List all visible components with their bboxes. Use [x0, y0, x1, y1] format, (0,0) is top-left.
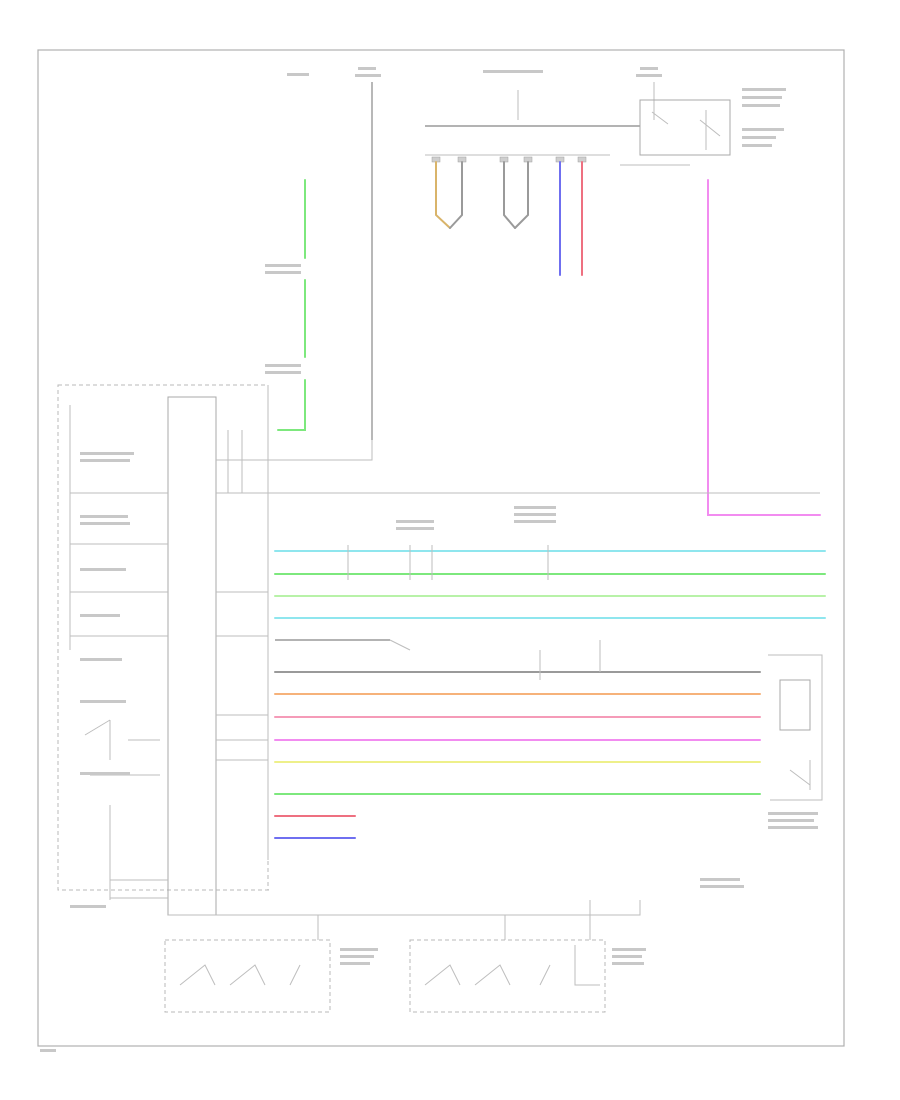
right-switch: [789, 760, 811, 790]
connector-label-mark: [514, 520, 556, 523]
bottom-drops: [317, 900, 591, 940]
left-green-chain: [265, 179, 306, 431]
wire-magenta-long: [707, 179, 821, 516]
pin-stubs: [216, 591, 268, 761]
fuse-label-mark: [287, 73, 309, 76]
relay-label-mark: [742, 88, 786, 91]
component-label-mark: [80, 700, 126, 703]
bottom-bus: [168, 900, 641, 916]
splice-label-mark: [265, 364, 301, 367]
relay-box: [639, 99, 731, 156]
left-components: [69, 405, 168, 908]
right-box-outline: [768, 654, 823, 801]
wire-tan: [435, 161, 451, 229]
fuse-label-mark: [636, 74, 662, 77]
switch-contacts: [424, 945, 600, 986]
connector-label-mark: [514, 513, 556, 516]
switch-label-mark: [612, 955, 642, 958]
splice-label-mark: [265, 264, 301, 267]
switch-label-mark: [612, 948, 646, 951]
top-colored-wires: [435, 161, 821, 516]
wire-gray: [503, 161, 516, 229]
bottom-switches: [164, 900, 646, 1013]
component-label-mark: [80, 459, 130, 462]
fuse-label-mark: [483, 70, 543, 73]
relay-label-mark: [742, 96, 782, 99]
component-label-mark: [80, 614, 120, 617]
inner-links: [216, 430, 820, 494]
relay-label-mark: [742, 104, 780, 107]
switch-label-mark: [612, 962, 644, 965]
component-label-mark: [80, 568, 126, 571]
fuse-label-mark: [640, 67, 658, 70]
component-label-mark: [80, 452, 134, 455]
relay-label-mark: [742, 136, 776, 139]
wire-green: [277, 379, 306, 431]
connector-label-mark: [396, 520, 434, 523]
wire-gray: [514, 161, 529, 229]
right-label-mark: [768, 819, 814, 822]
module-inner: [216, 430, 820, 761]
signal-wires: [274, 550, 826, 839]
splice-label-mark: [265, 271, 301, 274]
diagram-frame: [37, 49, 845, 1047]
component-label-mark: [80, 522, 130, 525]
module-pin-block: [167, 396, 217, 916]
right-label-mark: [768, 826, 818, 829]
mid-connectors: [347, 506, 601, 680]
component-label-mark: [70, 905, 106, 908]
relay-label-mark: [742, 128, 784, 131]
module-label-mark: [700, 878, 740, 881]
connector-ticks: [347, 545, 549, 580]
wire-gray: [449, 161, 463, 229]
component-label-mark: [80, 658, 122, 661]
connector-ticks: [389, 639, 601, 680]
connector-label-mark: [396, 527, 434, 530]
module-label-mark: [700, 885, 744, 888]
switch-label-mark: [340, 948, 378, 951]
switch-box-right: [409, 939, 606, 1013]
relay-contacts: [651, 110, 721, 150]
right-inner-box: [779, 679, 811, 731]
switch-lead: [109, 805, 168, 900]
switch-label-mark: [340, 955, 374, 958]
splice-label-mark: [265, 371, 301, 374]
relay-label-mark: [742, 144, 772, 147]
fuse-label-mark: [358, 67, 376, 70]
right-label-mark: [768, 812, 818, 815]
connector-label-mark: [514, 506, 556, 509]
fuse-label-mark: [355, 74, 381, 77]
top-fuse-section: [287, 67, 786, 461]
switch-label-mark: [340, 962, 370, 965]
switch-contacts: [179, 964, 301, 986]
switch-box-left: [164, 939, 331, 1013]
component-label-mark: [80, 772, 130, 775]
right-component: [768, 654, 823, 829]
switch-symbol: [84, 719, 160, 776]
component-label-mark: [80, 515, 128, 518]
feed-wire: [300, 440, 373, 461]
page-mark: [40, 1049, 56, 1052]
